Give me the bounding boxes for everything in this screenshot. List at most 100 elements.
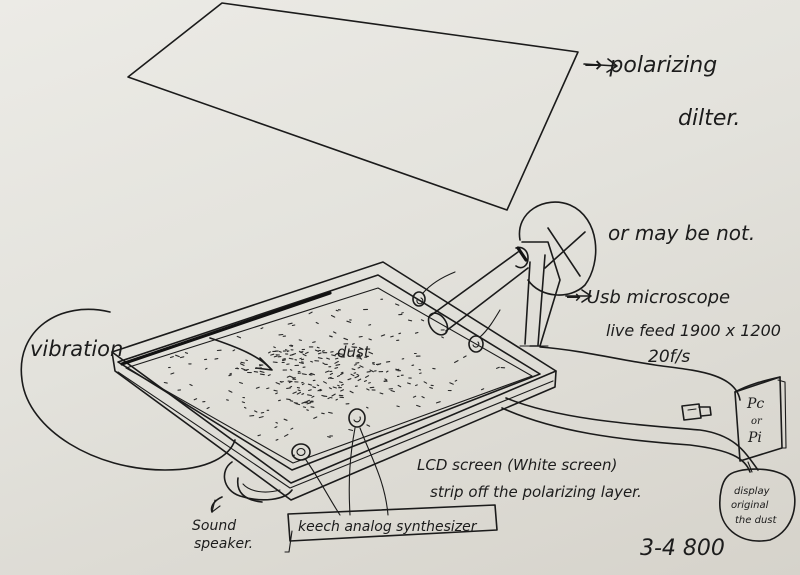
dust-speck <box>270 353 275 356</box>
pc-pi-box <box>734 376 787 462</box>
dust-speck <box>331 354 336 357</box>
dust-speck <box>299 351 304 353</box>
dust-speck <box>228 374 232 377</box>
dust-speck <box>316 346 320 349</box>
pc-cable <box>501 346 759 473</box>
dust-speck <box>383 379 388 382</box>
dust-speck <box>328 335 333 338</box>
dust-speck <box>415 384 418 387</box>
dust-speck <box>273 355 278 358</box>
dust-speck <box>163 381 168 384</box>
dust-speck <box>268 351 271 354</box>
dust-speck <box>327 376 332 379</box>
dust-speck <box>351 343 355 345</box>
dust-speck <box>307 394 312 397</box>
dust-speck <box>354 375 360 379</box>
dust-speck <box>356 373 360 376</box>
dust-speck <box>259 373 265 376</box>
vibration-arrow <box>209 337 273 371</box>
dust-speck <box>429 386 433 389</box>
dust-speck <box>240 361 245 364</box>
dust-speck <box>286 375 291 378</box>
dust-speck <box>380 334 386 337</box>
pc-label: Pc <box>746 396 764 412</box>
original-label: original <box>731 500 769 511</box>
dust-speck <box>255 386 260 389</box>
dust-speck <box>416 404 421 408</box>
dust-speck <box>357 378 362 382</box>
dust-speck <box>297 389 301 392</box>
dust-speck <box>273 389 278 392</box>
usb-microscope-label: → Usb microscope <box>566 287 730 308</box>
dust-speck <box>278 350 282 353</box>
dust-speck <box>293 402 298 404</box>
dust-speck <box>306 399 311 403</box>
dust-speck <box>385 370 389 373</box>
dust-speck <box>311 395 315 398</box>
dust-speck <box>355 362 360 364</box>
dust-speck <box>335 364 341 366</box>
dust-speck <box>348 428 354 432</box>
dust-speck <box>349 390 354 394</box>
dust-speck <box>175 354 180 358</box>
dust-speck <box>273 346 276 349</box>
contact-disc-2 <box>468 335 484 353</box>
dust-speck <box>321 350 325 352</box>
dust-speck <box>289 400 294 402</box>
dust-speck <box>193 398 198 401</box>
dust-speck <box>236 335 242 339</box>
dust-speck <box>306 409 309 411</box>
dust-speck <box>259 364 263 367</box>
dust-speck <box>396 405 400 408</box>
dust-speck <box>353 364 357 366</box>
dust-speck <box>332 331 337 334</box>
dust-speck <box>312 386 317 389</box>
dust-speck <box>317 357 323 360</box>
dust-speck <box>328 387 332 390</box>
dust-speck <box>366 388 370 391</box>
dust-speck <box>290 344 294 347</box>
dust-speck <box>313 416 318 419</box>
dust-speck <box>407 319 413 322</box>
dust-speck <box>229 372 232 375</box>
dust-speck <box>286 398 291 401</box>
dust-speck <box>340 383 344 386</box>
dust-speck <box>310 360 314 363</box>
dust-specks <box>163 298 506 457</box>
dust-speck <box>317 352 322 355</box>
dust-speck <box>365 375 370 378</box>
dust-speck <box>356 354 361 357</box>
dust-speck <box>337 384 340 387</box>
dust-speck <box>358 347 364 350</box>
dust-speck <box>295 403 301 406</box>
dust-speck <box>316 384 320 387</box>
vibration-bubble <box>20 308 236 471</box>
dust-speck <box>336 375 341 377</box>
dust-speck <box>278 399 281 402</box>
dust-speck <box>300 358 305 361</box>
dust-speck <box>241 401 246 404</box>
the-dust-label: the dust <box>735 515 777 526</box>
dust-speck <box>214 358 219 360</box>
date-note: 3-4 800 <box>640 536 725 561</box>
dust-speck <box>359 357 363 360</box>
disc-wires <box>305 271 501 516</box>
dust-speck <box>321 412 325 415</box>
dust-speck <box>260 327 264 330</box>
dust-speck <box>301 393 305 395</box>
dust-speck <box>258 416 264 419</box>
dust-speck <box>368 382 371 384</box>
dust-speck <box>398 332 402 335</box>
dust-speck <box>281 359 287 362</box>
dust-speck <box>480 388 485 391</box>
polarizing-filter-sheet <box>127 2 579 211</box>
dust-speck <box>169 356 174 359</box>
dust-speck <box>420 319 425 322</box>
dust-speck <box>350 373 355 377</box>
dust-speck <box>340 389 344 392</box>
dust-speck <box>327 397 331 400</box>
sound-speaker <box>210 461 293 513</box>
dust-speck <box>390 389 395 393</box>
dust-speck <box>275 382 281 385</box>
dust-speck <box>306 402 312 405</box>
